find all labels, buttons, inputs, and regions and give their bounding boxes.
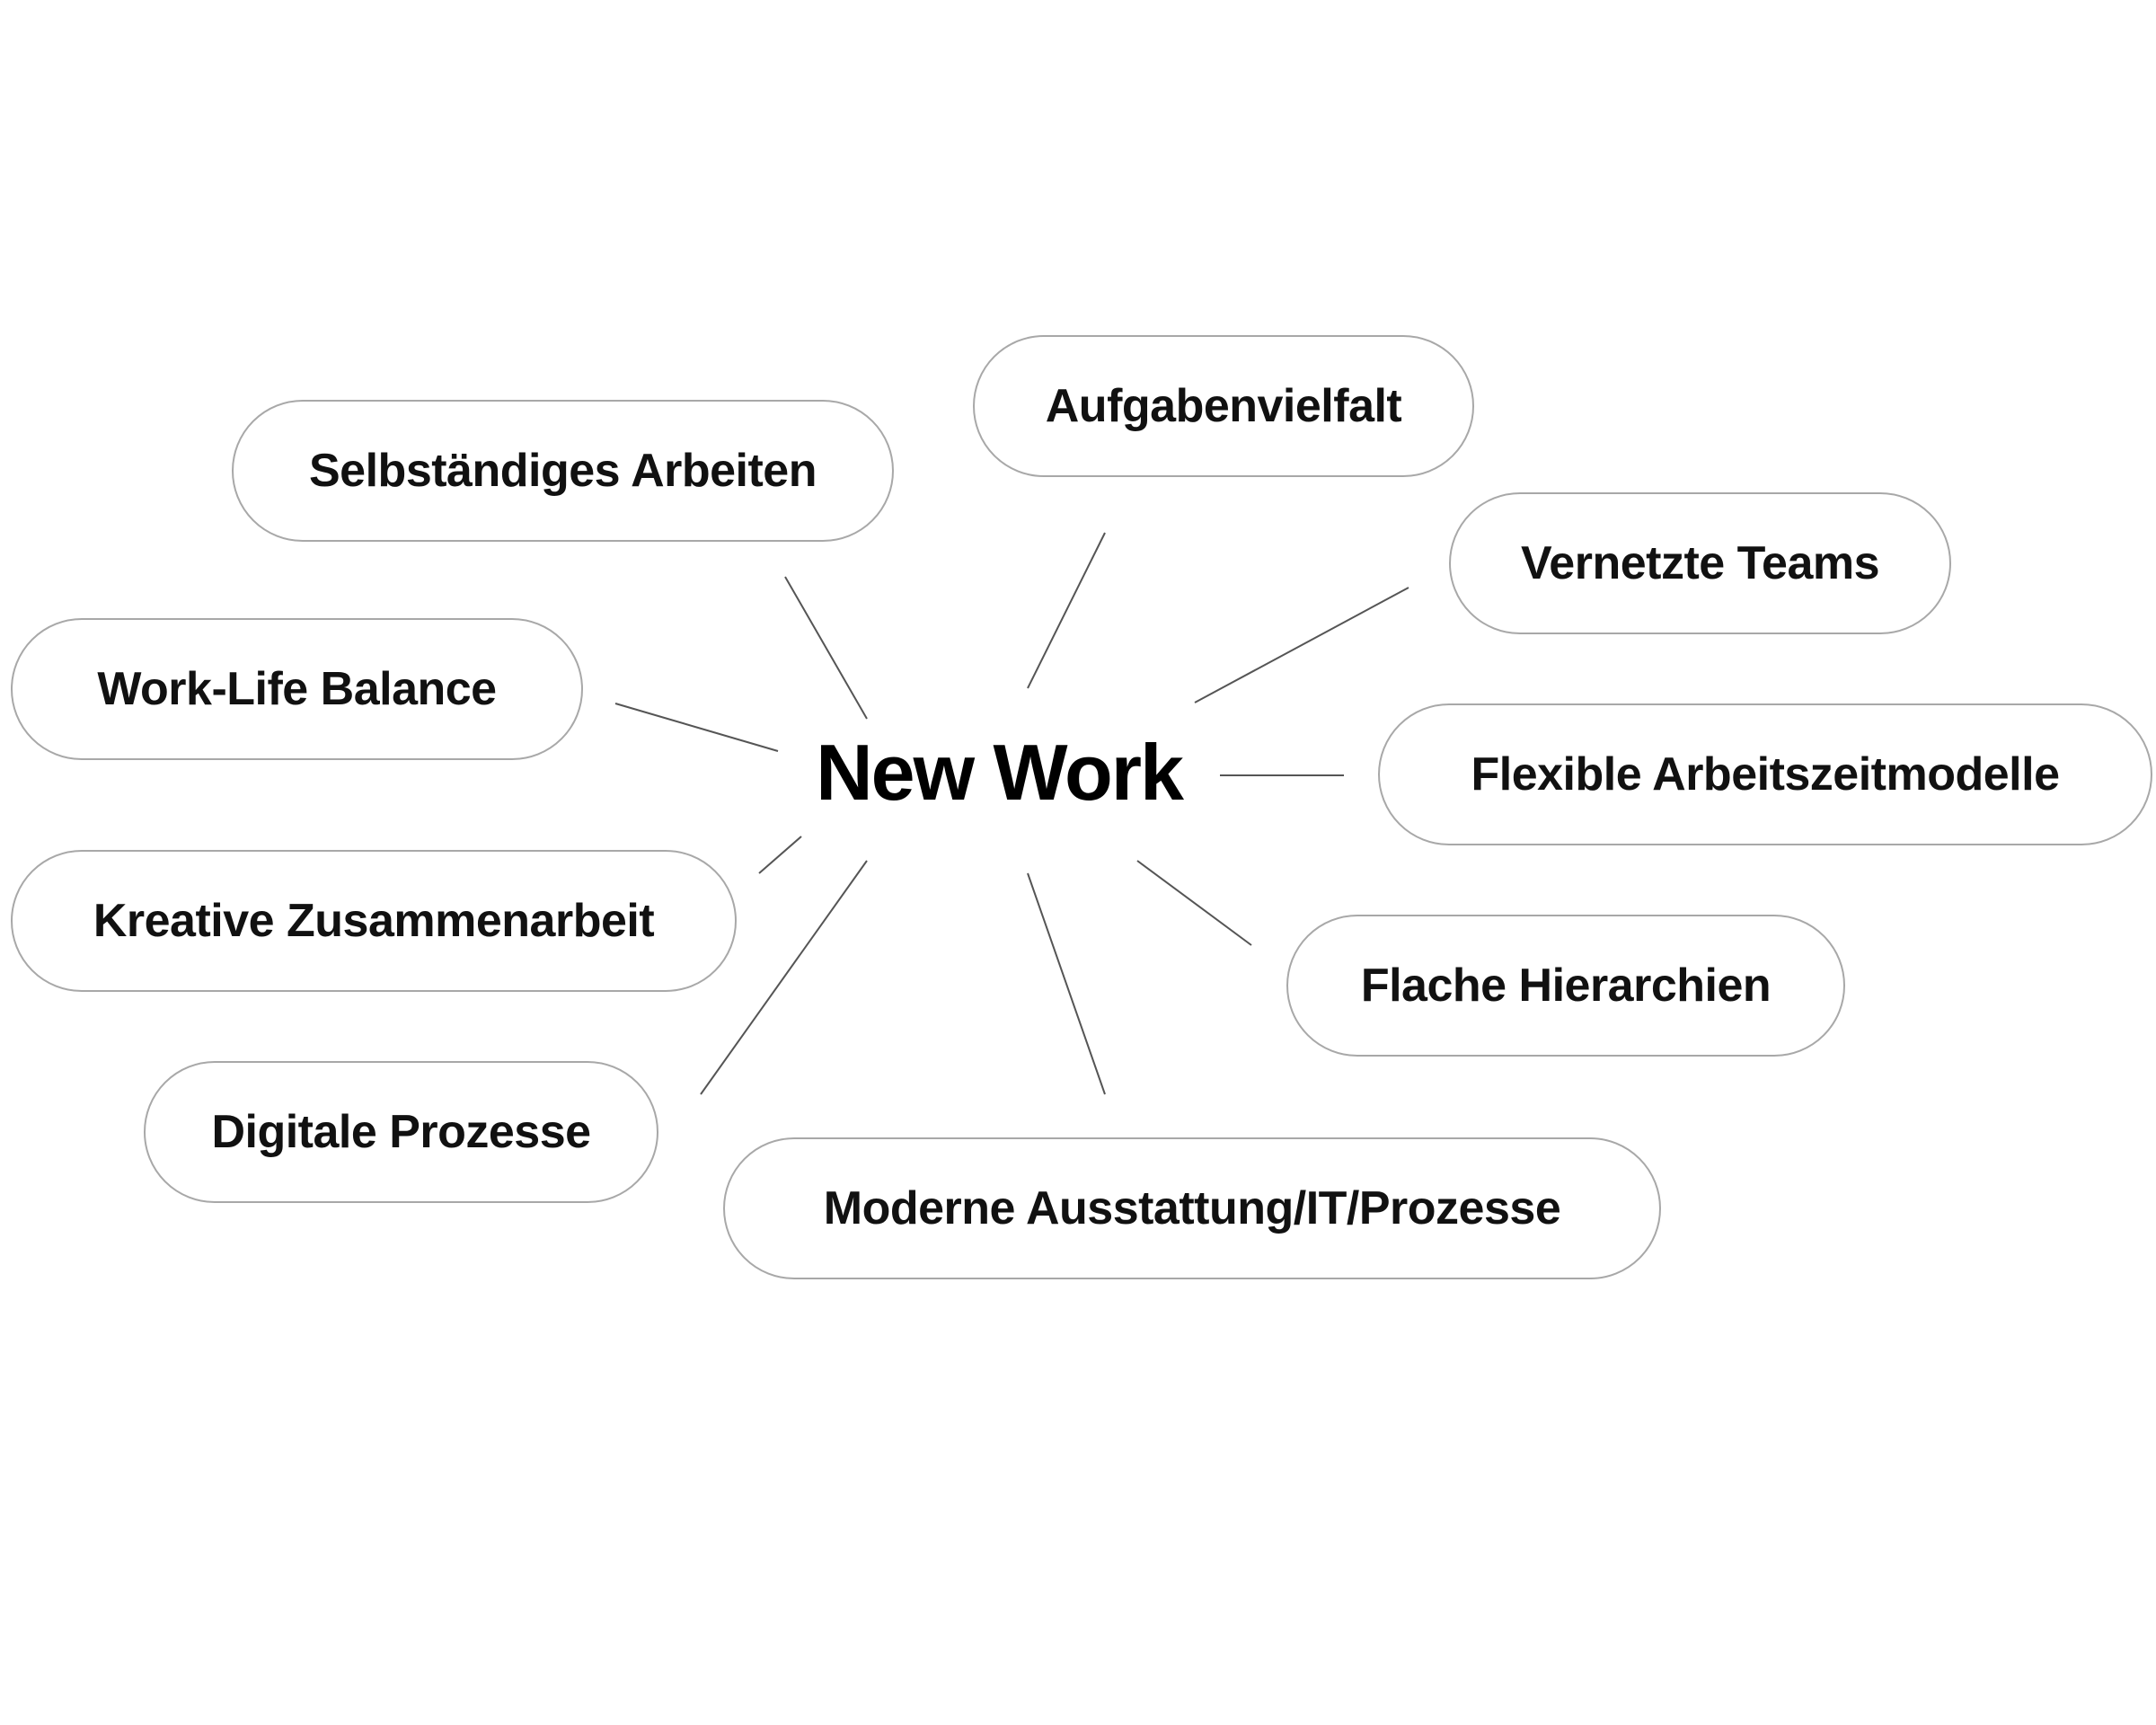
connector-line <box>1027 532 1106 689</box>
node-moderne-ausstattung: Moderne Ausstattung/IT/Prozesse <box>723 1137 1661 1279</box>
node-kreative-zusammenarbeit: Kreative Zusammenarbeit <box>11 850 737 992</box>
connector-line <box>1136 860 1252 946</box>
node-selbstaendiges-arbeiten: Selbständiges Arbeiten <box>232 400 894 542</box>
node-flexible-arbeitszeitmodelle: Flexible Arbeitszeitmodelle <box>1378 703 2152 845</box>
node-work-life-balance: Work-Life Balance <box>11 618 583 760</box>
central-topic: New Work <box>816 728 1184 817</box>
connector-line <box>1194 587 1409 703</box>
connector-line <box>784 576 868 720</box>
connector-line <box>700 860 868 1095</box>
node-digitale-prozesse: Digitale Prozesse <box>144 1061 658 1203</box>
node-vernetzte-teams: Vernetzte Teams <box>1449 492 1951 634</box>
connector-line <box>758 836 802 874</box>
connector-line <box>1027 872 1106 1095</box>
node-flache-hierarchien: Flache Hierarchien <box>1286 915 1845 1057</box>
connector-line <box>614 703 779 752</box>
node-aufgabenvielfalt: Aufgabenvielfalt <box>973 335 1474 477</box>
